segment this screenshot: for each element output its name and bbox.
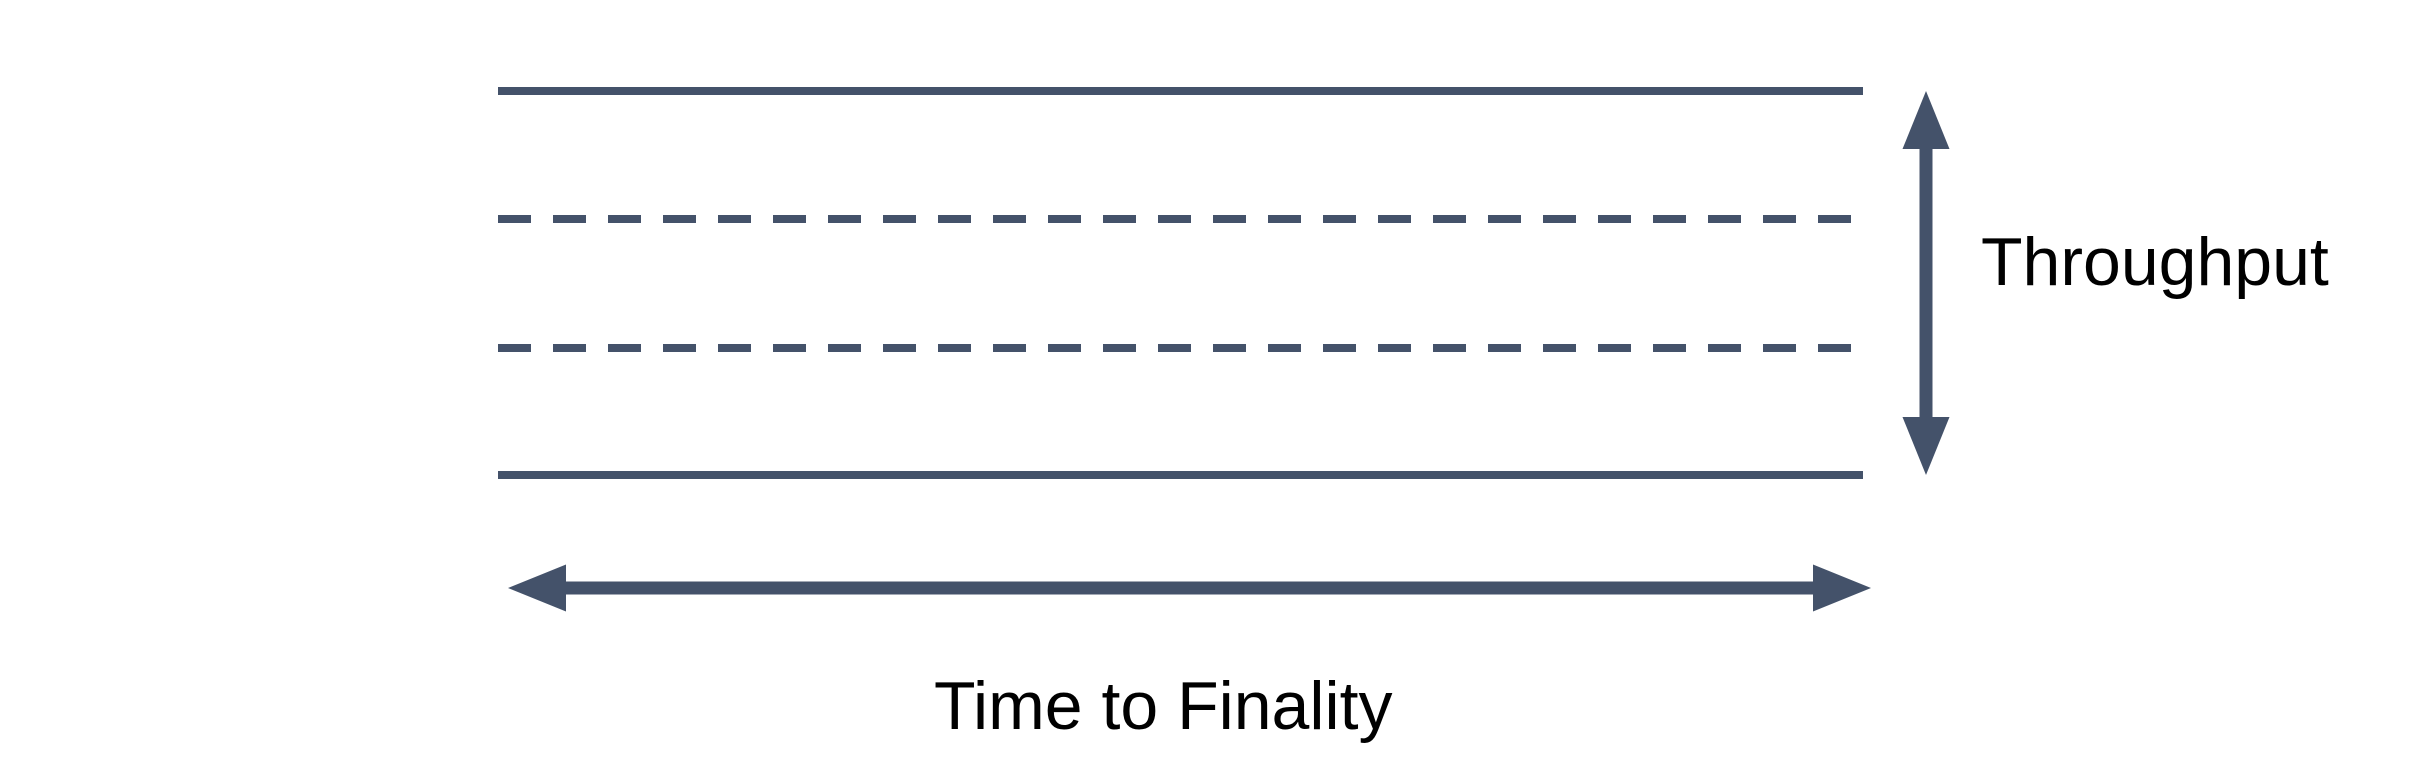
throughput-arrow-shaft — [1919, 140, 1933, 428]
throughput-label: Throughput — [1981, 224, 2329, 300]
time-to-finality-axis-arrow — [508, 564, 1871, 612]
throughput-arrow-head-down — [1902, 417, 1950, 475]
time-to-finality-arrow-head-left — [508, 564, 566, 612]
throughput-axis-arrow — [1902, 91, 1950, 475]
lane-lines-group — [498, 87, 1863, 479]
time-to-finality-arrow-head-right — [1813, 564, 1871, 612]
time-to-finality-label: Time to Finality — [934, 668, 1393, 744]
time-to-finality-arrow-shaft — [558, 581, 1821, 595]
throughput-arrow-head-up — [1902, 91, 1950, 149]
